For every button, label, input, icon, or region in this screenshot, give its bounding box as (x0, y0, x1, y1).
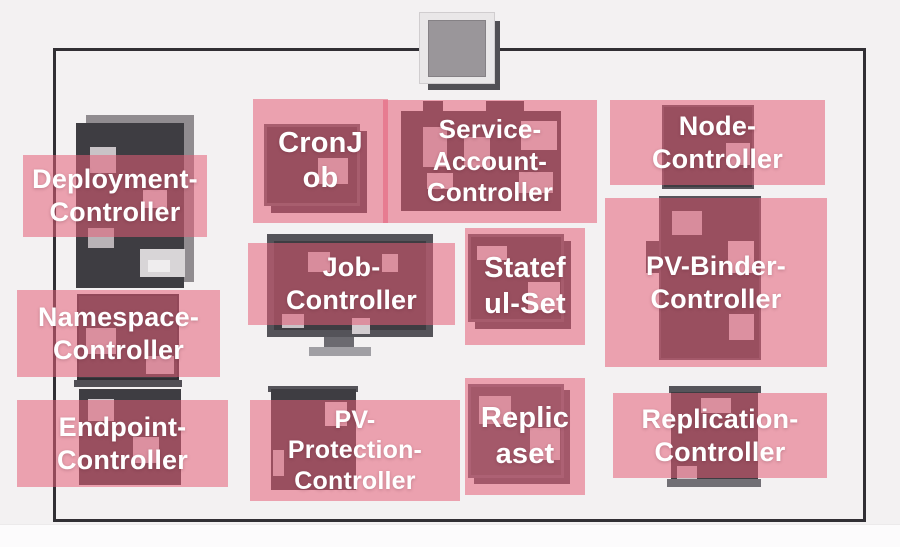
box-label: Job- Controller (285, 252, 417, 315)
replication-bottom-edge (667, 479, 761, 487)
box-cronjob: CronJ ob (253, 99, 388, 223)
server-drive-slot (148, 260, 170, 272)
box-label: Replication- Controller (641, 403, 799, 467)
box-label: Replic aset (480, 402, 570, 470)
box-service-account-controller: Service- Account- Controller (383, 100, 597, 223)
box-replication-controller: Replication- Controller (613, 393, 827, 478)
box-job-controller: Job- Controller (248, 243, 455, 325)
monitor-base (309, 347, 371, 356)
box-label: Deployment- Controller (32, 164, 198, 227)
controller-manager-icon (419, 12, 501, 90)
box-endpoint-controller: Endpoint- Controller (17, 400, 228, 487)
box-pv-protection-controller: PV- Protection- Controller (250, 400, 460, 501)
controller-manager-icon-inner (428, 20, 486, 77)
box-label: Endpoint- Controller (56, 411, 188, 475)
box-pv-binder-controller: PV-Binder- Controller (605, 198, 827, 367)
bottom-background-strip (0, 524, 900, 547)
box-deployment-controller: Deployment- Controller (23, 155, 207, 237)
box-label: PV-Binder- Controller (645, 250, 787, 314)
replication-top-edge (669, 386, 761, 393)
namespace-square-base (74, 380, 182, 387)
box-stateful-set: Statef ul-Set (465, 228, 585, 345)
box-label: Service- Account- Controller (426, 113, 554, 208)
monitor-neck (324, 337, 354, 348)
box-replicaset: Replic aset (465, 378, 585, 495)
box-label: Node- Controller (651, 110, 783, 174)
box-label: CronJ ob (278, 126, 363, 194)
box-node-controller: Node- Controller (610, 100, 825, 185)
box-label: PV- Protection- Controller (287, 405, 423, 495)
box-label: Statef ul-Set (484, 252, 566, 320)
box-label: Namespace- Controller (37, 301, 200, 365)
box-namespace-controller: Namespace- Controller (17, 290, 220, 377)
